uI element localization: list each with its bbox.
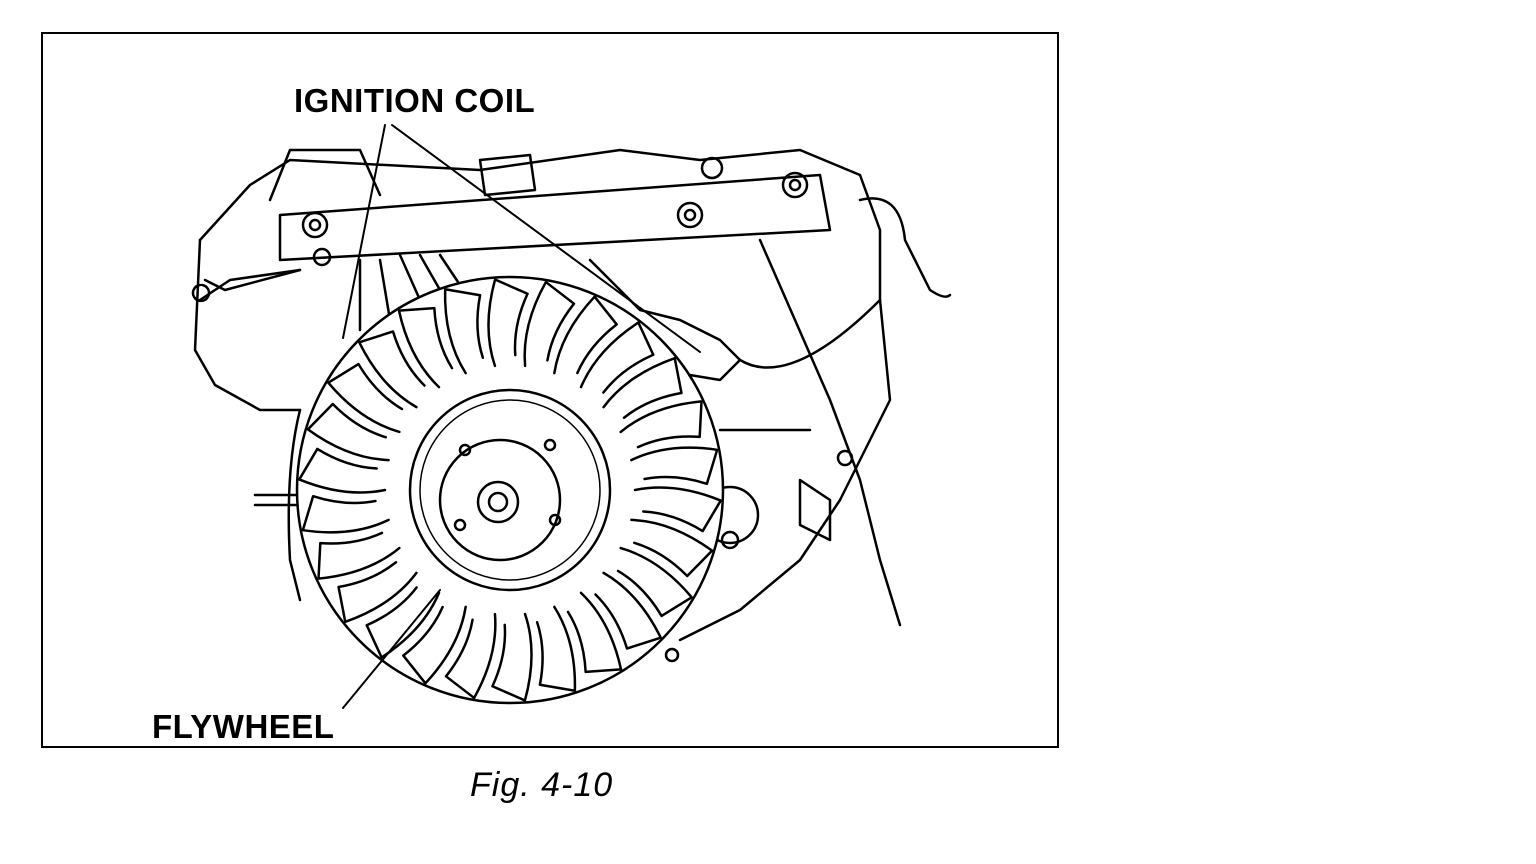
ignition-coil-label: IGNITION COIL xyxy=(294,82,536,119)
flywheel-fin xyxy=(306,402,390,462)
flywheel-fin xyxy=(633,486,722,533)
flywheel-fin xyxy=(327,362,404,434)
flywheel-fin xyxy=(579,321,655,394)
flywheel-fin xyxy=(397,306,454,389)
flywheel-fin xyxy=(566,591,623,674)
flywheel-fin xyxy=(535,605,577,693)
leader-lines xyxy=(342,124,701,709)
flywheel-fin xyxy=(619,400,703,449)
flywheel-fin xyxy=(491,612,533,702)
flywheel-fin xyxy=(298,447,387,494)
flywheel-fin xyxy=(630,446,719,486)
figure-frame xyxy=(41,32,1059,748)
flywheel-bolt-hole xyxy=(543,438,557,452)
flywheel-bolt-hole xyxy=(453,518,467,532)
flywheel-nut xyxy=(476,480,520,524)
flywheel-fin xyxy=(358,330,426,409)
flywheel-fin xyxy=(616,546,693,618)
flywheel-bolt-hole xyxy=(458,443,472,457)
flywheel-label: FLYWHEEL xyxy=(152,708,335,745)
flywheel-shaft xyxy=(487,491,509,513)
flywheel-rim xyxy=(295,275,725,705)
flywheel-fin xyxy=(630,518,714,578)
flywheel-fin xyxy=(443,287,485,375)
flywheel-fin xyxy=(402,605,467,685)
flywheel-hub-inner-ring xyxy=(419,399,601,581)
flywheel-fin xyxy=(594,571,662,650)
figure-caption: Fig. 4-10 xyxy=(470,766,614,804)
flywheel-fin xyxy=(444,612,497,700)
flywheel-fin xyxy=(301,494,390,534)
flywheel-fin xyxy=(553,295,618,375)
flywheel-bolt-hole xyxy=(548,513,562,527)
flywheel-fin xyxy=(337,561,418,624)
flywheel-fin xyxy=(602,356,683,419)
flywheel-fin xyxy=(317,531,401,580)
flywheel-fin xyxy=(365,586,441,659)
flywheel-drawing xyxy=(295,275,725,705)
flywheel-center-plate xyxy=(438,438,562,562)
flywheel-fin xyxy=(487,278,529,368)
flywheel-hub-ring xyxy=(408,388,612,592)
flywheel-fin xyxy=(523,280,576,368)
